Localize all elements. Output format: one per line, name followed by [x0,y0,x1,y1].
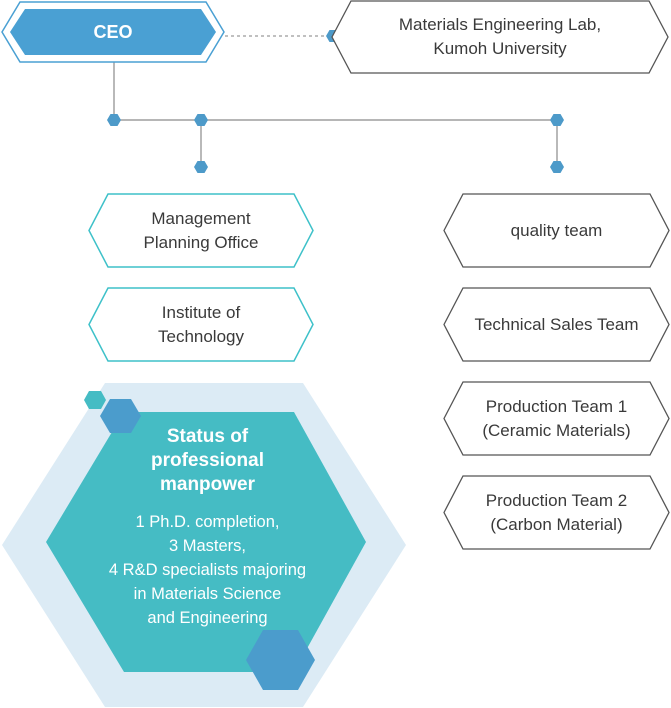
institute-of-technology-box: Institute of Technology [88,287,314,362]
production-team-1-label: Production Team 1 (Ceramic Materials) [482,396,631,440]
quality-team-label: quality team [510,220,603,240]
institute-of-technology-label: Institute of Technology [157,302,244,346]
decorative-hexagon-icon [84,391,106,409]
ceo-box: CEO [0,0,226,64]
decorative-hexagon-icon [246,630,315,690]
production-team-1-box: Production Team 1 (Ceramic Materials) [443,381,670,456]
management-planning-office-label: Management Planning Office [143,208,259,252]
decorative-hexagon-icon [100,399,141,433]
affiliate-lab-box: Materials Engineering Lab, Kumoh Univers… [331,0,669,74]
affiliate-lab-label: Materials Engineering Lab, Kumoh Univers… [398,15,602,58]
production-team-2-box: Production Team 2 (Carbon Material) [443,475,670,550]
production-team-2-label: Production Team 2 (Carbon Material) [485,490,628,534]
connector-node-icon [550,114,564,126]
connector-node-icon [194,161,208,173]
connector-node-icon [194,114,208,126]
manpower-hexagon-shape [46,412,366,672]
connector-node-icon [107,114,121,126]
technical-sales-team-label: Technical Sales Team [474,314,639,334]
technical-sales-team-box: Technical Sales Team [443,287,670,362]
quality-team-box: quality team [443,193,670,268]
manpower-details: 1 Ph.D. completion, 3 Masters, 4 R&D spe… [108,513,307,627]
manpower-title: Status of professional manpower [151,426,264,495]
management-planning-office-box: Management Planning Office [88,193,314,268]
ceo-label: CEO [93,22,133,42]
connector-node-icon [550,161,564,173]
